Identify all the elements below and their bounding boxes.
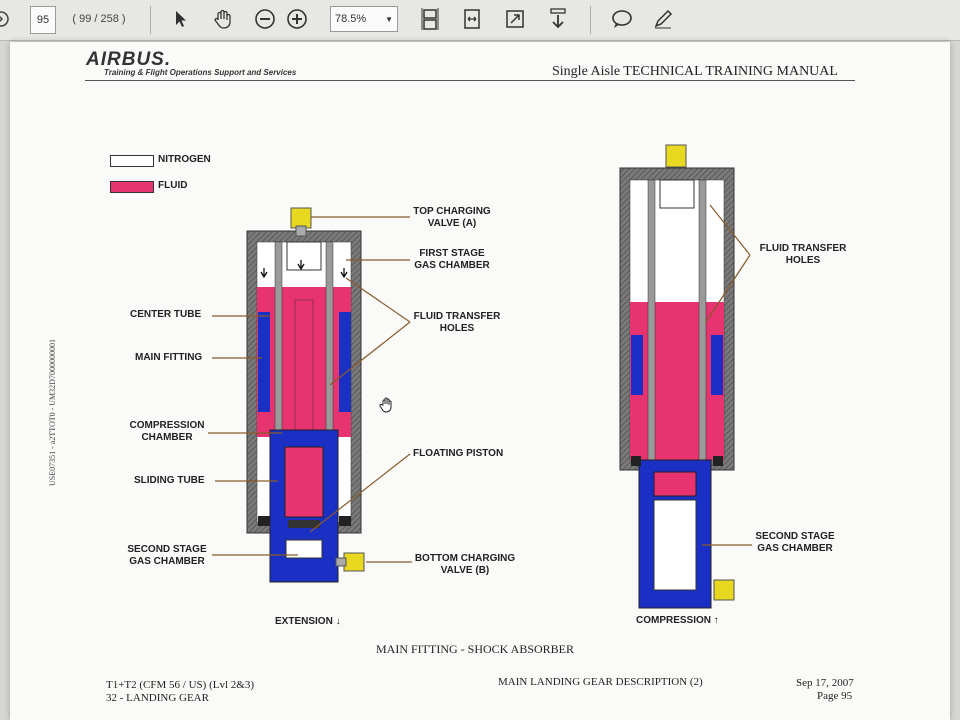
label-extension-text: EXTENSION [275, 616, 333, 627]
select-cursor-icon[interactable] [170, 6, 192, 32]
document-page [10, 42, 950, 720]
zoom-in-icon[interactable] [285, 6, 309, 32]
viewer-toolbar: 95 ( 99 / 258 ) 78.5% ▼ [0, 0, 960, 41]
zoom-out-icon[interactable] [253, 6, 277, 32]
leader-lines [208, 204, 752, 563]
footer-center: MAIN LANDING GEAR DESCRIPTION (2) [498, 676, 703, 688]
label-compression: COMPRESSION ↑ [636, 615, 719, 627]
figure-caption: MAIN FITTING - SHOCK ABSORBER [376, 642, 575, 656]
legend-swatch-fluid [110, 181, 154, 193]
logo-subtitle: Training & Flight Operations Support and… [104, 68, 297, 77]
footer-date: Sep 17, 2007 [796, 677, 854, 689]
label-compression-chamber: COMPRESSION CHAMBER [129, 420, 205, 443]
page-count: ( 99 / 258 ) [72, 13, 126, 25]
pen-tool-icon[interactable] [650, 6, 676, 32]
full-screen-icon[interactable] [503, 6, 527, 32]
label-second-stage-gas-chamber-right: SECOND STAGE GAS CHAMBER [755, 531, 835, 554]
chevron-down-icon: ▼ [385, 14, 393, 24]
footer-page: Page 95 [817, 690, 853, 702]
arrow-down-icon: ↓ [335, 616, 341, 627]
comment-icon[interactable] [610, 6, 634, 32]
footer-left-line2: 32 - LANDING GEAR [106, 692, 209, 704]
manual-title: Single Aisle TECHNICAL TRAINING MANUAL [552, 64, 838, 79]
label-bottom-charging-valve: BOTTOM CHARGING VALVE (B) [414, 553, 516, 576]
legend-label-nitrogen: NITROGEN [158, 154, 211, 165]
fit-width-icon[interactable] [460, 6, 484, 32]
compression-absorber [619, 144, 735, 609]
navigate-back-icon[interactable] [0, 6, 10, 32]
hand-tool-icon[interactable] [210, 6, 236, 32]
header-rule [85, 80, 855, 81]
label-sliding-tube: SLIDING TUBE [134, 475, 205, 486]
page-number-input[interactable]: 95 [30, 6, 56, 34]
label-compression-text: COMPRESSION [636, 615, 712, 626]
arrow-up-icon: ↑ [713, 615, 719, 626]
extension-absorber [246, 207, 365, 583]
label-second-stage-gas-chamber: SECOND STAGE GAS CHAMBER [127, 544, 207, 567]
label-main-fitting: MAIN FITTING [135, 352, 203, 363]
label-extension: EXTENSION ↓ [275, 616, 341, 628]
label-top-charging-valve: TOP CHARGING VALVE (A) [413, 206, 491, 229]
label-first-stage-gas-chamber: FIRST STAGE GAS CHAMBER [414, 248, 490, 271]
zoom-level-select[interactable]: 78.5% ▼ [330, 6, 398, 32]
legend-label-fluid: FLUID [158, 180, 188, 191]
zoom-level-value: 78.5% [335, 13, 367, 25]
fit-page-icon[interactable] [418, 6, 442, 32]
label-floating-piston: FLOATING PISTON [413, 448, 504, 459]
side-reference-code: USE07351 - a2TTOT0 - UM32D7000000001 [48, 339, 57, 486]
airbus-logo: AIRBUS. [86, 49, 172, 70]
legend-swatch-nitrogen [110, 155, 154, 167]
download-icon[interactable] [546, 6, 570, 32]
hand-cursor-icon [378, 396, 396, 419]
label-center-tube: CENTER TUBE [130, 309, 202, 320]
label-fluid-transfer-holes: FLUID TRANSFER HOLES [413, 311, 501, 334]
footer-left-line1: T1+T2 (CFM 56 / US) (Lvl 2&3) [106, 679, 254, 691]
label-fluid-transfer-holes-right: FLUID TRANSFER HOLES [759, 243, 847, 266]
